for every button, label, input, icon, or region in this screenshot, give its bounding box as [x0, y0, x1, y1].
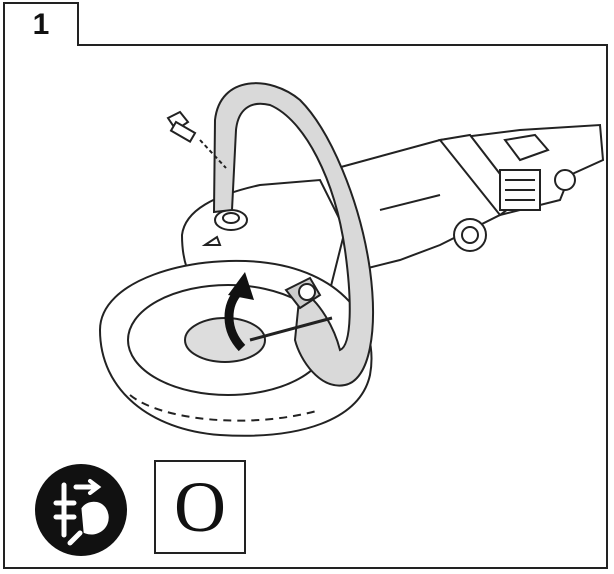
- step-number: 1: [32, 8, 50, 41]
- instruction-frame: [3, 44, 608, 569]
- rotate-arrow-icon: [224, 272, 254, 352]
- tool-body: [328, 123, 605, 272]
- switch-off-symbol: O: [174, 467, 226, 547]
- screw-icon: [166, 110, 227, 169]
- step-tab: 1: [3, 2, 79, 46]
- wrench: [249, 276, 333, 342]
- switch-off-indicator: O: [154, 460, 246, 554]
- unplug-power-icon: [35, 464, 127, 556]
- loop-handle: [212, 82, 374, 387]
